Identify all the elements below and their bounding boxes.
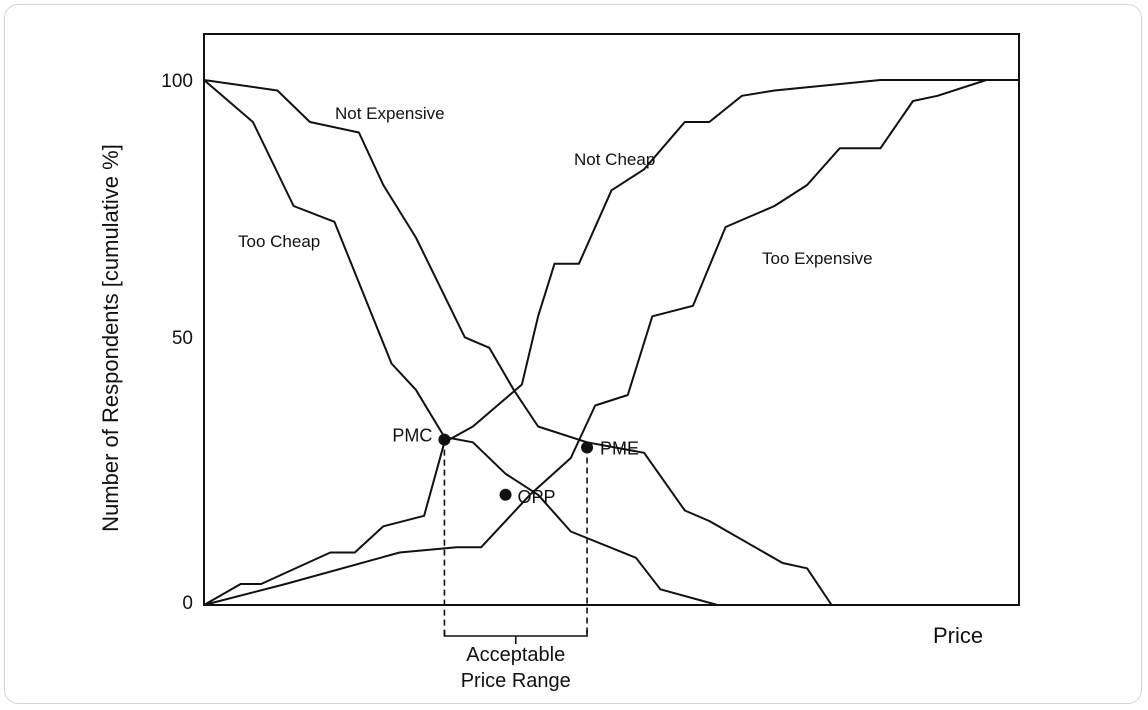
y-tick-0: 0 xyxy=(182,593,193,614)
x-axis-title: Price xyxy=(933,623,983,648)
series-label-too-expensive: Too Expensive xyxy=(762,249,873,268)
range-label-line1: Acceptable xyxy=(466,644,565,666)
point-pme xyxy=(581,441,594,454)
y-tick-100: 100 xyxy=(161,71,193,92)
point-label-pme: PME xyxy=(600,439,639,459)
range-bracket xyxy=(443,630,588,644)
series-label-not-expensive: Not Expensive xyxy=(335,104,445,123)
series-line-not-cheap xyxy=(203,79,1019,606)
range-label-line2: Price Range xyxy=(461,670,571,692)
point-opp xyxy=(499,488,512,501)
series-layer xyxy=(203,79,1019,606)
point-label-opp: OPP xyxy=(518,487,556,507)
series-line-too-expensive xyxy=(203,79,987,606)
series-line-too-cheap xyxy=(203,79,718,606)
point-label-pmc: PMC xyxy=(392,426,432,446)
plot-area xyxy=(203,33,1020,606)
y-tick-50: 50 xyxy=(172,328,193,349)
point-pmc xyxy=(438,433,451,446)
series-line-not-expensive xyxy=(203,79,833,606)
acceptable-range-layer: Acceptable Price Range xyxy=(443,439,588,692)
series-label-not-cheap: Not Cheap xyxy=(574,150,655,169)
intersection-points-layer: PMC OPP PME xyxy=(392,426,639,507)
y-axis-title: Number of Respondents [cumulative %] xyxy=(98,144,123,532)
series-label-too-cheap: Too Cheap xyxy=(238,232,320,251)
